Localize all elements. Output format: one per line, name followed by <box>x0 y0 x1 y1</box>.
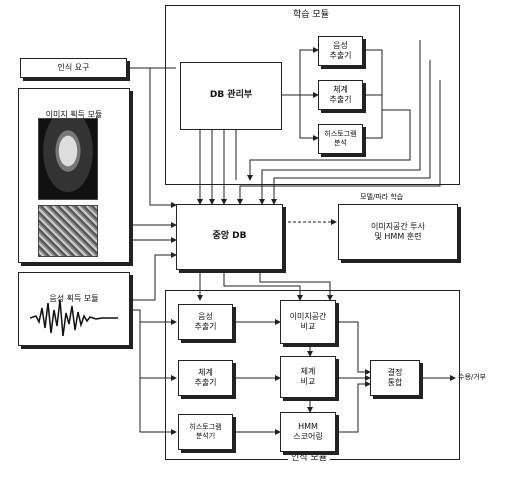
feature-extractor-2: 체계 추출기 <box>318 80 363 110</box>
training-block: 이미지공간 투사 및 HMM 훈련 <box>338 204 458 260</box>
feature-space-compare: 이미지공간 비교 <box>280 300 336 344</box>
hmm-scoring: HMM 스코어링 <box>280 412 336 452</box>
recog-extractor-1: 음성 추출기 <box>178 304 233 340</box>
recognition-request-block: 인식 요구 <box>20 58 127 78</box>
decision-fusion: 결정 통합 <box>370 360 420 396</box>
waveform-icon <box>30 298 118 338</box>
central-db-block: 중앙 DB <box>176 204 283 270</box>
recog-extractor-2: 체계 추출기 <box>178 360 233 396</box>
system-compare: 체계 비교 <box>280 356 336 398</box>
learning-module-label: 학습 모듈 <box>290 7 332 20</box>
histogram-analyzer: 히스토그램 분석기 <box>178 414 233 450</box>
db-manager-block: DB 관리부 <box>180 62 282 130</box>
output-label: 수용/거부 <box>458 372 486 382</box>
feature-extractor-1: 음성 추출기 <box>318 36 363 66</box>
histogram-analysis: 히스토그램 분석 <box>318 124 363 154</box>
face-texture-image <box>38 205 98 257</box>
face-photo-image <box>38 118 98 200</box>
training-label: 모델/파라 학습 <box>360 192 403 202</box>
